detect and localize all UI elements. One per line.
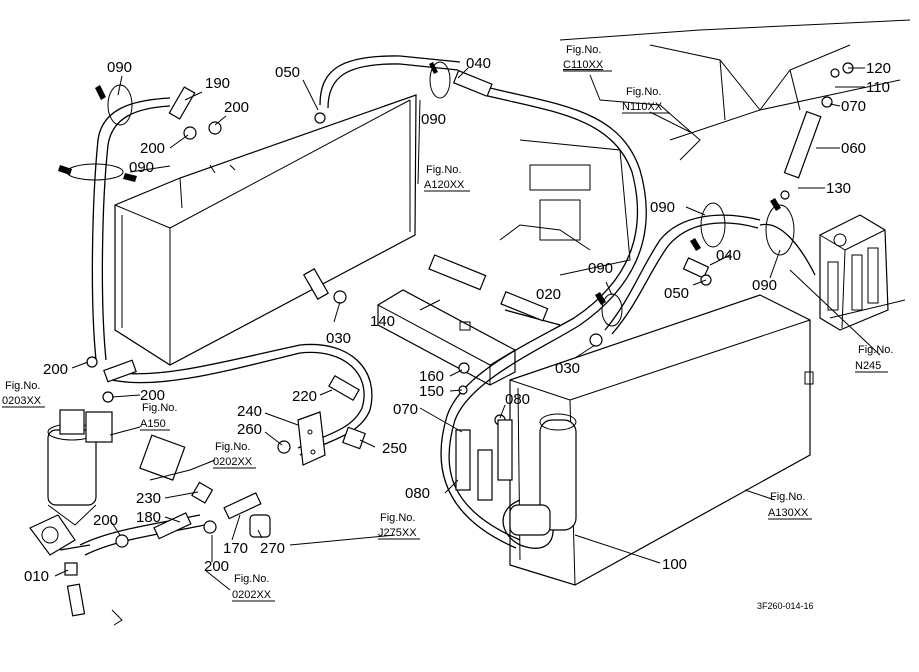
fuel-filter-assembly xyxy=(29,409,191,626)
label-090-c: 090 xyxy=(421,111,446,128)
fig-a120-bottom: A120XX xyxy=(424,179,465,191)
fig-n245-bottom: N245 xyxy=(855,360,881,372)
label-080-a: 080 xyxy=(505,391,530,408)
fig-0202a-bottom: 0202XX xyxy=(213,456,253,468)
label-260: 260 xyxy=(237,421,262,438)
fig-a150-top: Fig.No. xyxy=(142,402,177,414)
label-240: 240 xyxy=(237,403,262,420)
support-bracket-140 xyxy=(377,289,516,386)
label-120: 120 xyxy=(866,60,891,77)
label-040-b: 040 xyxy=(716,247,741,264)
label-100: 100 xyxy=(662,556,687,573)
label-020: 020 xyxy=(536,286,561,303)
fig-j275-bottom: J275XX xyxy=(378,527,417,539)
fig-n110-top: Fig.No. xyxy=(626,86,661,98)
label-050-a: 050 xyxy=(275,64,300,81)
fig-c110-top: Fig.No. xyxy=(566,44,601,56)
label-200-c: 200 xyxy=(43,361,68,378)
hose-segments xyxy=(103,69,822,540)
label-090-f: 090 xyxy=(588,260,613,277)
label-230: 230 xyxy=(136,490,161,507)
fig-c110-bottom: C110XX xyxy=(563,59,604,71)
label-070-b: 070 xyxy=(393,401,418,418)
fig-j275-top: Fig.No. xyxy=(380,512,415,524)
drawing-code: 3F260-014-16 xyxy=(757,601,814,611)
label-200-e: 200 xyxy=(93,512,118,529)
label-180: 180 xyxy=(136,509,161,526)
label-170: 170 xyxy=(223,540,248,557)
label-250: 250 xyxy=(382,440,407,457)
engine-bracket xyxy=(819,214,906,331)
bracket-240 xyxy=(191,411,366,538)
fig-0202b-top: Fig.No. xyxy=(234,573,269,585)
leader-lines xyxy=(54,67,881,591)
fig-0203-bottom: 0203XX xyxy=(2,395,42,407)
fig-n245-top: Fig.No. xyxy=(858,344,893,356)
label-220: 220 xyxy=(292,388,317,405)
fuel-hoses xyxy=(79,55,816,556)
engine-frame-outline xyxy=(499,19,911,276)
label-200-f: 200 xyxy=(204,558,229,575)
part-labels: 090 190 200 200 090 050 040 090 120 110 … xyxy=(24,55,891,585)
label-070-a: 070 xyxy=(841,98,866,115)
label-130: 130 xyxy=(826,180,851,197)
label-040-a: 040 xyxy=(466,55,491,72)
fig-a150-bottom: A150 xyxy=(140,418,166,430)
label-150: 150 xyxy=(419,383,444,400)
label-140: 140 xyxy=(370,313,395,330)
label-010: 010 xyxy=(24,568,49,585)
label-200-b: 200 xyxy=(140,140,165,157)
label-030-b: 030 xyxy=(555,360,580,377)
label-090-d: 090 xyxy=(650,199,675,216)
fig-0202b-bottom: 0202XX xyxy=(232,589,272,601)
figure-references: Fig.No. C110XX Fig.No. N110XX Fig.No. A1… xyxy=(2,44,893,602)
label-190: 190 xyxy=(205,75,230,92)
label-080-b: 080 xyxy=(405,485,430,502)
label-090-e: 090 xyxy=(752,277,777,294)
fig-a130-bottom: A130XX xyxy=(768,507,809,519)
fig-0203-top: Fig.No. xyxy=(5,380,40,392)
label-110: 110 xyxy=(866,79,890,96)
label-060: 060 xyxy=(841,140,866,157)
label-050-b: 050 xyxy=(664,285,689,302)
fig-a130-top: Fig.No. xyxy=(770,491,805,503)
label-090-b: 090 xyxy=(129,159,154,176)
fig-n110-bottom: N110XX xyxy=(622,101,663,113)
fig-a120-top: Fig.No. xyxy=(426,164,461,176)
fuel-strainer-100 xyxy=(455,413,577,536)
label-200-d: 200 xyxy=(140,387,165,404)
label-200-a: 200 xyxy=(224,99,249,116)
fig-0202a-top: Fig.No. xyxy=(215,441,250,453)
label-270: 270 xyxy=(260,540,285,557)
label-160: 160 xyxy=(419,368,444,385)
fuel-tank-upper xyxy=(114,94,417,366)
label-090-a: 090 xyxy=(107,59,132,76)
label-030-a: 030 xyxy=(326,330,351,347)
